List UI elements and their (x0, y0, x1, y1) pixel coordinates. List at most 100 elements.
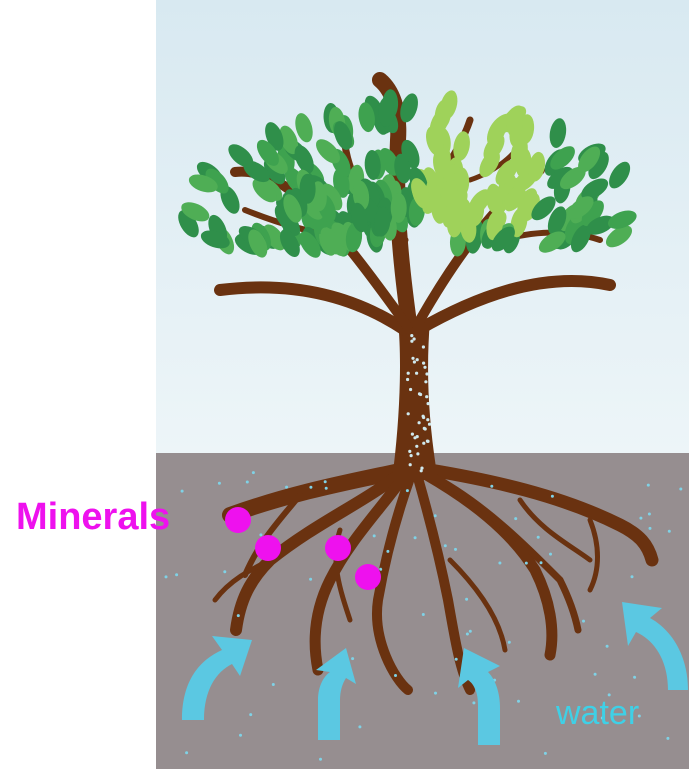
sap-dot (422, 416, 425, 419)
water-dot (466, 633, 469, 636)
sap-dot (422, 362, 425, 365)
sap-dot (428, 423, 431, 426)
water-dot (454, 548, 457, 551)
water-dot (165, 575, 168, 578)
sap-dot (413, 436, 416, 439)
water-dot (549, 553, 552, 556)
sap-dot (411, 433, 414, 436)
mineral-dot-icon (325, 535, 351, 561)
water-dot (414, 536, 417, 539)
sap-dot (424, 380, 427, 383)
sap-dot (426, 440, 429, 443)
water-dot (181, 490, 184, 493)
leaf (391, 193, 407, 223)
sap-dot (418, 421, 421, 424)
water-dot (351, 657, 354, 660)
water-dot (218, 482, 221, 485)
sap-dot (415, 372, 418, 375)
water-dot (246, 481, 249, 484)
sap-dot (425, 372, 428, 375)
water-dot (252, 471, 255, 474)
sap-dot (422, 345, 425, 348)
water-dot (666, 737, 669, 740)
water-dot (648, 513, 651, 516)
water-dot (185, 751, 188, 754)
sap-dot (423, 366, 426, 369)
water-dot (455, 658, 458, 661)
water-dot (237, 614, 240, 617)
sap-dot (410, 340, 413, 343)
water-dot (582, 620, 585, 623)
water-dot (525, 562, 528, 565)
water-dot (631, 575, 634, 578)
sap-dot (423, 427, 426, 430)
water-dot (508, 641, 511, 644)
sap-dot (406, 378, 409, 381)
mineral-dot-icon (225, 507, 251, 533)
water-dot (386, 550, 389, 553)
water-dot (379, 568, 382, 571)
sap-dot (409, 388, 412, 391)
sap-dot (416, 452, 419, 455)
sap-dot (420, 467, 423, 470)
water-dot (647, 484, 650, 487)
water-dot (249, 713, 252, 716)
water-dot (472, 701, 475, 704)
mineral-dot-icon (355, 564, 381, 590)
water-dot (465, 598, 468, 601)
water-dot (633, 676, 636, 679)
sap-dot (407, 412, 410, 415)
sap-dot (416, 358, 419, 361)
sap-dot (408, 450, 411, 453)
sap-dot (411, 357, 414, 360)
sap-dot (415, 445, 418, 448)
water-dot (239, 734, 242, 737)
mineral-dot-icon (255, 535, 281, 561)
water-dot (394, 674, 397, 677)
sap-dot (407, 372, 410, 375)
water-dot (606, 645, 609, 648)
sap-dot (410, 454, 413, 457)
water-dot (639, 517, 642, 520)
water-dot (259, 533, 262, 536)
sap-dot (410, 334, 413, 337)
water-dot (537, 536, 540, 539)
water-dot (514, 517, 517, 520)
water-dot (434, 692, 437, 695)
minerals-label: Minerals (16, 496, 170, 539)
water-dot (498, 562, 501, 565)
water-label: water (556, 694, 639, 733)
water-dot (434, 514, 437, 517)
water-dot (490, 485, 493, 488)
sap-dot (422, 442, 425, 445)
water-dot (319, 758, 322, 761)
water-dot (649, 527, 652, 530)
sap-dot (413, 360, 416, 363)
water-dot (594, 673, 597, 676)
water-dot (309, 578, 312, 581)
water-dot (544, 752, 547, 755)
sap-dot (425, 395, 428, 398)
water-dot (679, 488, 682, 491)
water-dot (422, 613, 425, 616)
water-dot (668, 530, 671, 533)
water-dot (406, 489, 409, 492)
water-dot (175, 573, 178, 576)
water-dot (324, 480, 327, 483)
water-dot (309, 486, 312, 489)
water-dot (325, 487, 328, 490)
water-dot (223, 570, 226, 573)
water-dot (285, 486, 288, 489)
sap-dot (426, 418, 429, 421)
sap-dot (420, 469, 423, 472)
sap-dot (418, 392, 421, 395)
water-dot (373, 534, 376, 537)
water-dot (444, 544, 447, 547)
water-dot (540, 561, 543, 564)
water-dot (358, 725, 361, 728)
sap-dot (427, 402, 430, 405)
water-dot (272, 683, 275, 686)
sap-dot (409, 463, 412, 466)
water-dot (469, 630, 472, 633)
